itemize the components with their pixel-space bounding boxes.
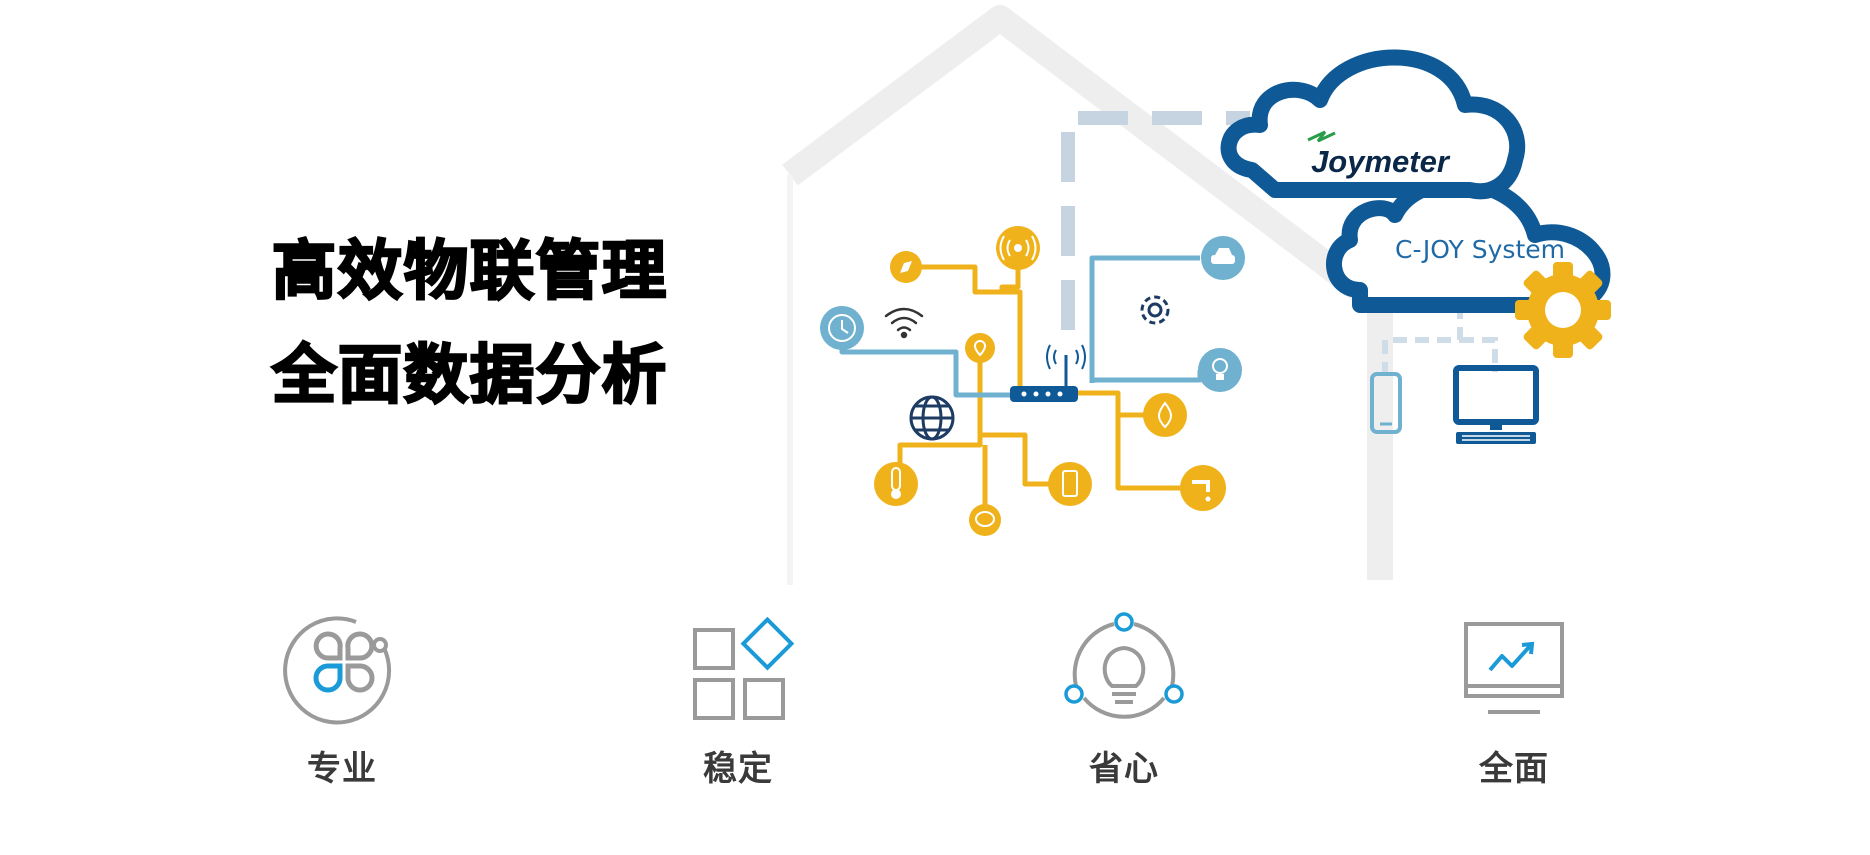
yellow-circuit-lines bbox=[897, 250, 1180, 505]
car-node-icon bbox=[1201, 236, 1245, 280]
feature-label-stable: 稳定 bbox=[703, 749, 773, 789]
globe-icon bbox=[909, 395, 955, 441]
router-icon bbox=[1010, 344, 1086, 402]
feature-worry-free: 省心 bbox=[1044, 612, 1204, 790]
cloud-system-label: C-JOY System bbox=[1395, 235, 1565, 264]
cloud-brand: Joymeter bbox=[1311, 144, 1451, 179]
feature-stable: 稳定 bbox=[658, 612, 818, 790]
clover-circle-icon bbox=[283, 616, 392, 725]
feature-label-worry-free: 省心 bbox=[1089, 749, 1159, 789]
feature-comprehensive: 全面 bbox=[1434, 612, 1594, 790]
cloud-icon: Joymeter C-JOY System bbox=[1220, 49, 1611, 317]
feature-professional: 专业 bbox=[262, 612, 422, 790]
iot-network-illustration: Joymeter C-JOY System bbox=[782, 5, 1611, 585]
headline-line-2: 全面数据分析 bbox=[271, 339, 668, 413]
desktop-device-icon bbox=[1453, 365, 1539, 444]
signal-node-icon bbox=[996, 226, 1040, 270]
dashed-link bbox=[1061, 111, 1250, 330]
location-pin-node-icon bbox=[965, 333, 995, 363]
feature-label-professional: 专业 bbox=[307, 749, 377, 789]
monitor-trend-icon bbox=[1464, 622, 1564, 714]
phone-device-icon bbox=[1370, 372, 1402, 434]
chat-node-icon bbox=[969, 504, 1001, 536]
house-outline bbox=[782, 5, 1393, 580]
faucet-node-icon bbox=[1180, 465, 1226, 511]
clock-node-icon bbox=[820, 306, 864, 350]
thermometer-node-icon bbox=[874, 462, 918, 506]
cloud-gear-icon bbox=[1515, 262, 1611, 358]
mobile-node-icon bbox=[1048, 462, 1092, 506]
fire-node-icon bbox=[1143, 393, 1187, 437]
compass-node-icon bbox=[890, 251, 922, 283]
lightbulb-node-icon bbox=[1198, 348, 1242, 392]
headline-line-1: 高效物联管理 bbox=[271, 235, 668, 309]
wifi-icon bbox=[884, 307, 924, 339]
settings-gear-icon bbox=[1140, 295, 1170, 325]
lightbulb-orbit-icon bbox=[1064, 612, 1184, 719]
feature-label-comprehensive: 全面 bbox=[1479, 749, 1549, 789]
grid-blocks-icon bbox=[693, 616, 795, 720]
device-dashed-link bbox=[1382, 305, 1498, 372]
